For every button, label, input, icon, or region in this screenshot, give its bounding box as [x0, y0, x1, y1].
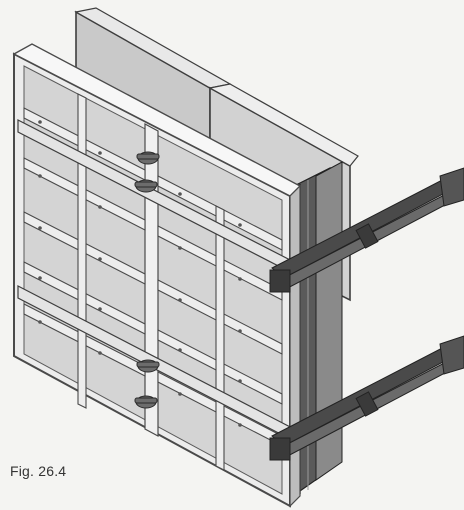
panel-side-edge — [289, 184, 301, 508]
clamp-upper-2 — [134, 179, 158, 193]
push-pull-prop-icon — [269, 167, 464, 461]
clamp-upper-1 — [136, 151, 160, 165]
brace-upper — [269, 167, 464, 293]
bolts — [38, 120, 242, 427]
formwork-panel — [12, 43, 302, 508]
figure-caption: Fig. 26.4 — [10, 463, 67, 479]
brace-lower — [269, 335, 464, 461]
panel-joint — [144, 122, 159, 438]
back-wall-block-right-top — [208, 83, 359, 167]
wedge-clamp-icon — [134, 151, 160, 409]
clamp-lower-2 — [134, 395, 158, 409]
clamp-lower-1 — [136, 359, 160, 373]
